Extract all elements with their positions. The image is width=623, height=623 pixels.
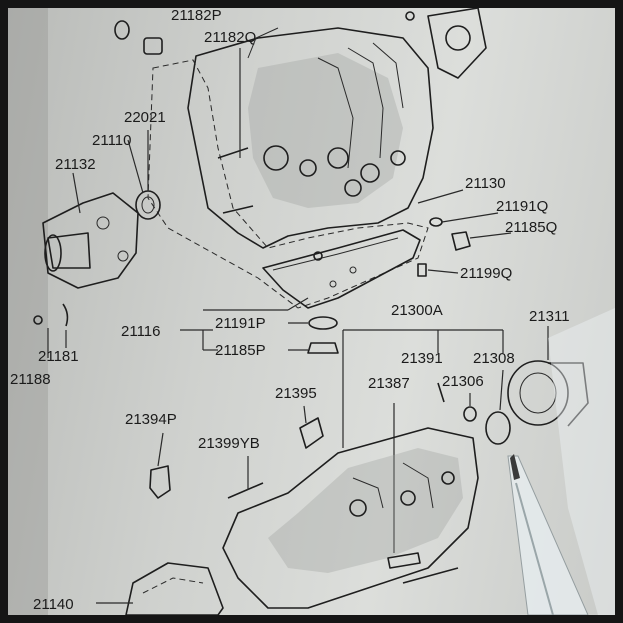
cover-plate-top (427, 8, 487, 79)
label-21130: 21130 (465, 175, 506, 192)
paper-shadow (8, 8, 48, 615)
label-22021: 22021 (124, 109, 166, 126)
extension-housing-21132 (42, 192, 139, 289)
cap-21306 (463, 406, 477, 422)
washer-21191q (429, 217, 443, 227)
pin-21181 (62, 303, 69, 327)
label-21399YB: 21399YB (198, 435, 260, 452)
label-21308: 21308 (473, 350, 515, 367)
label-21185P: 21185P (215, 342, 266, 359)
small-ring-top (405, 11, 415, 21)
pin-21391 (437, 382, 445, 403)
seal-21308 (485, 411, 511, 445)
label-21191P: 21191P (215, 315, 266, 332)
plug-21185p (307, 342, 339, 354)
label-21182P: 21182P (171, 8, 222, 24)
bushing-top (143, 37, 163, 55)
front-cover-gasket (142, 577, 204, 594)
plug-21185q (451, 231, 471, 251)
front-cover-21140 (125, 562, 224, 615)
label-21191Q: 21191Q (496, 198, 548, 215)
exploded-parts-diagram: 21182P 21182Q 22021 21110 21132 21130 21… (8, 8, 615, 615)
bracket-21395 (299, 417, 324, 449)
label-21182Q: 21182Q (204, 29, 256, 46)
gasket-outline (147, 59, 429, 309)
parts-diagram-sheet: 21182P 21182Q 22021 21110 21132 21130 21… (8, 8, 615, 615)
label-21394P: 21394P (125, 411, 177, 428)
label-21391: 21391 (401, 350, 443, 367)
bearing-21311 (507, 360, 589, 427)
label-21311: 21311 (529, 308, 570, 325)
label-21132: 21132 (55, 156, 96, 173)
label-21185Q: 21185Q (505, 219, 557, 236)
bolt-21399yb (227, 482, 264, 499)
o-ring-top (114, 20, 130, 40)
label-21306: 21306 (442, 373, 484, 390)
part-number-labels: 21182P 21182Q 22021 21110 21132 21130 21… (10, 8, 570, 613)
transmission-case-upper (187, 27, 434, 249)
stud-21182q-a (217, 147, 249, 159)
label-21110: 21110 (92, 132, 132, 149)
transmission-case-lower (222, 427, 479, 609)
clip-21394p (149, 465, 171, 499)
label-21188: 21188 (10, 371, 51, 388)
label-21116: 21116 (121, 323, 161, 340)
leader-lines (47, 130, 549, 604)
label-21387: 21387 (368, 375, 410, 392)
plug-21188 (33, 315, 43, 325)
oil-pan (262, 229, 421, 309)
label-21181: 21181 (38, 348, 79, 365)
stud-21182q-b (222, 205, 254, 214)
label-21300A: 21300A (391, 302, 443, 319)
bolt-21199q (417, 263, 427, 277)
cover-plate-hole (445, 25, 471, 51)
label-21140: 21140 (33, 596, 74, 613)
label-21199Q: 21199Q (460, 265, 512, 282)
pen-photo-overlay (507, 308, 615, 615)
washer-21191p (308, 316, 338, 330)
label-21395: 21395 (275, 385, 317, 402)
